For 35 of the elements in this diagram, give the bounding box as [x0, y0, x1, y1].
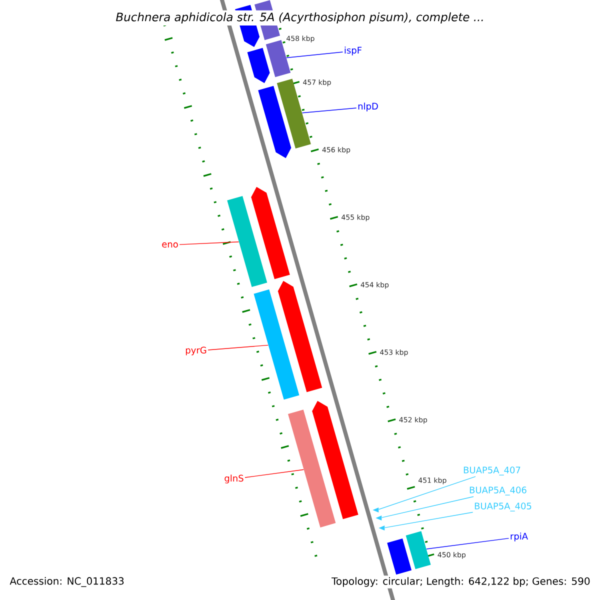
gene-label: eno: [162, 242, 178, 248]
gene-marker: [376, 516, 382, 520]
gene-bar: [406, 531, 431, 570]
leader-line: [382, 496, 474, 518]
leader-line: [179, 242, 240, 245]
gene-label: ispF: [344, 46, 362, 56]
gene-block: [247, 48, 270, 84]
gene-bar: [387, 538, 412, 575]
gene-label: BUAP5A_407: [464, 466, 520, 476]
leader-line: [286, 52, 344, 58]
gene-bar: [266, 40, 291, 78]
gene-label: nlpD: [358, 102, 378, 112]
gene-label: glnS: [224, 474, 244, 484]
gene-bar: [227, 196, 268, 287]
accession-label: Accession: NC_011833: [8, 576, 126, 588]
gene-label: BUAP5A_406: [470, 486, 526, 496]
gene-bar: [288, 410, 336, 528]
summary-label: Topology: circular; Length: 642,122 bp; Genes: 590: [330, 576, 592, 588]
gene-marker: [378, 526, 385, 530]
gene-marker: [372, 508, 379, 512]
gene-label: BUAP5A_405: [474, 502, 532, 512]
leader-line: [426, 538, 510, 550]
leader-line: [384, 512, 474, 528]
leader-line: [208, 344, 269, 350]
gene-bar: [254, 289, 300, 400]
leader-line: [378, 476, 476, 510]
leader-line: [302, 108, 357, 114]
gene-block: [278, 280, 322, 392]
leader-line: [244, 469, 304, 478]
gene-label: pyrG: [186, 346, 206, 356]
gene-label: rpiA: [510, 532, 528, 542]
gene-block: [312, 400, 358, 520]
gene-block: [251, 186, 290, 280]
gene-block: [258, 86, 292, 158]
title: Buchnera aphidicola str. 5A (Acyrthosiphon pisum), complete ...: [114, 10, 486, 26]
